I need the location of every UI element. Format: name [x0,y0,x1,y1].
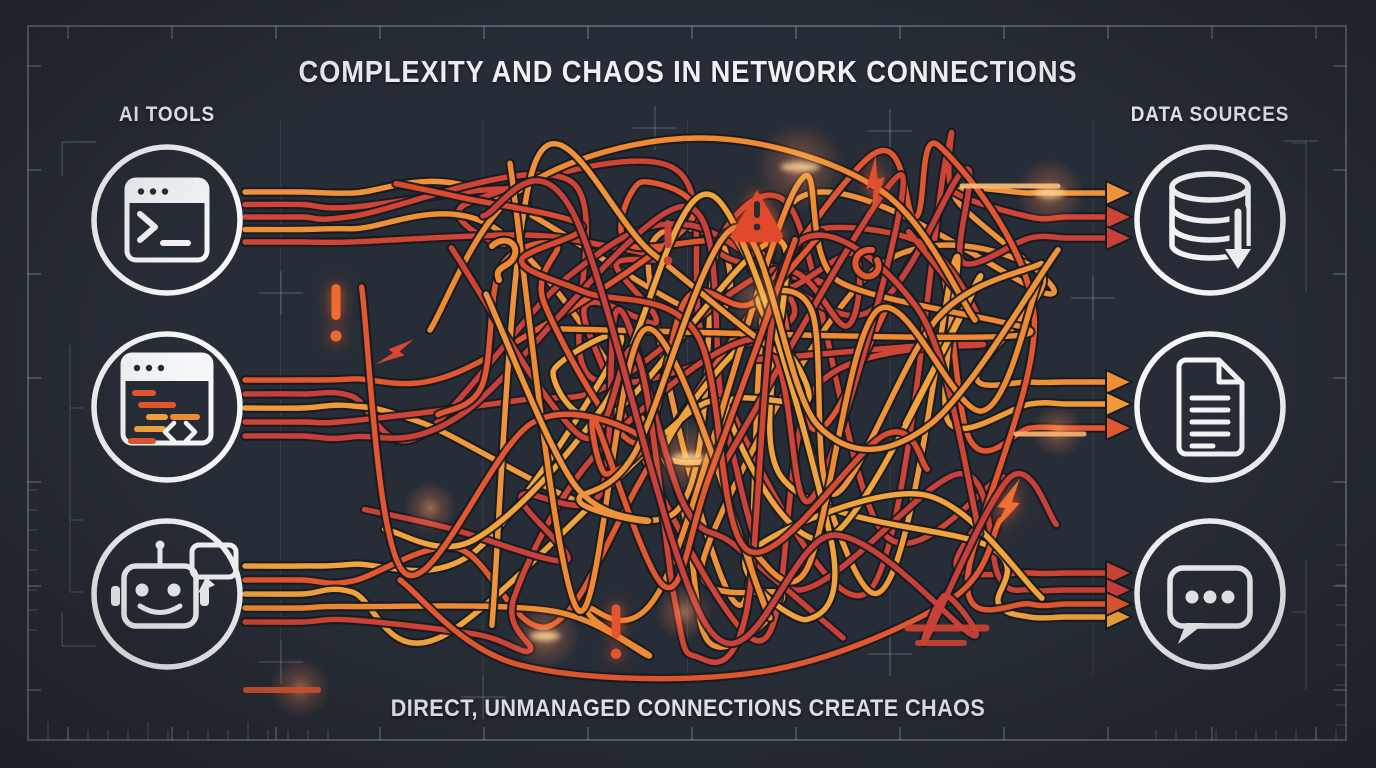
chat-bubble-icon [1167,565,1253,644]
data-source-node-document [1134,331,1286,483]
glow-core [1034,188,1066,198]
glow-spot [730,270,790,330]
caption: DIRECT, UNMANAGED CONNECTIONS CREATE CHA… [390,695,986,722]
arrowhead-icon [1105,415,1133,441]
ai-tool-node-code [91,331,243,483]
arrowhead-icon [1105,591,1133,617]
arrowhead-icon [1105,391,1133,417]
nodes [91,144,1286,670]
data-source-node-chat [1134,518,1286,670]
terminal-window-icon [124,177,210,263]
exclamation-icon [610,604,622,659]
connection-line [242,237,1111,621]
connection-line [397,517,1003,682]
connection-arrowheads [1105,180,1133,630]
arrowhead-icon [1105,225,1133,251]
exclamation-icon [663,220,673,265]
warning-symbols [330,155,1020,659]
document-icon [1176,357,1245,457]
arrowhead-icon [1105,560,1133,586]
glow-spots [270,123,1084,718]
frame-rect [27,25,1347,741]
glow-core [529,631,561,641]
code-editor-icon [120,352,214,446]
lightning-bolt-icon [866,155,885,214]
tangled-connections [240,127,1113,684]
page-title: COMPLEXITY AND CHAOS IN NETWORK CONNECTI… [298,54,1078,89]
glow-core [670,453,706,463]
right-column-label: DATA SOURCES [1130,103,1290,126]
left-column-label: AI TOOLS [118,103,216,126]
data-source-node-database [1134,144,1286,296]
curl-squiggle-icon [489,237,519,283]
lightning-bolt-icon [992,478,1020,534]
lightning-bolt-icon [375,339,414,365]
arrowhead-icon [1105,369,1133,395]
warning-triangle-icon [731,190,783,243]
glow-spot [656,584,712,640]
connection-line [480,178,1059,646]
glow-spot [1032,405,1084,457]
connection-line [393,181,930,556]
ai-tool-node-robot [91,518,243,670]
database-download-icon [1169,171,1256,272]
connection-line [483,224,1061,524]
exclamation-icon [330,284,342,342]
connection-line [507,160,1042,621]
connection-line [427,135,978,333]
arrowhead-icon [1105,204,1133,230]
glow-spot [404,482,456,534]
curl-squiggle-icon [852,246,882,280]
ai-tool-node-terminal [91,144,243,296]
connection-line [381,191,1045,623]
robot-chat-icon [111,540,239,629]
connection-line [242,232,986,644]
connection-line [358,237,798,591]
arrowhead-icon [1105,180,1133,206]
speed-dashes [243,183,1087,693]
glow-core [780,162,820,172]
